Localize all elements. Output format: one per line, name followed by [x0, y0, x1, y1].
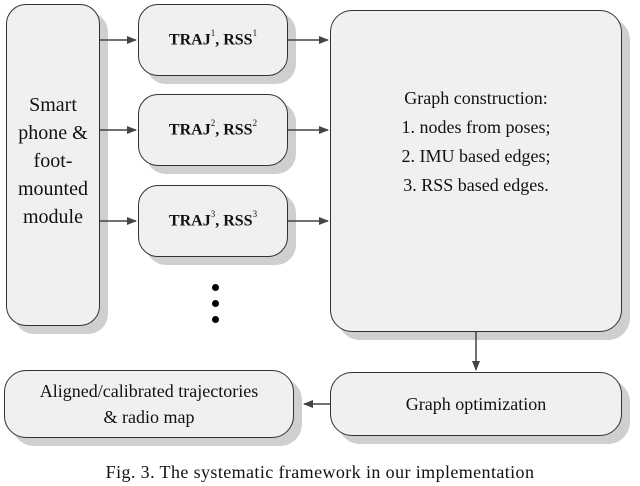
output-label: Aligned/calibrated trajectories & radio …: [40, 378, 258, 430]
graph-construction-item: 1. nodes from poses;: [401, 117, 551, 137]
output-line-2: & radio map: [103, 407, 195, 427]
trajectory-box-3: TRAJ3, RSS3: [138, 185, 288, 257]
trajectory-label-2: TRAJ2, RSS2: [168, 118, 258, 139]
phone-module-box: Smart phone & foot-mounted module: [6, 4, 100, 326]
graph-construction-text: Graph construction: 1. nodes from poses;…: [402, 84, 551, 200]
output-line-1: Aligned/calibrated trajectories: [39, 381, 259, 401]
phone-module-label: Smart phone & foot-mounted module: [18, 94, 88, 228]
graph-construction-item: 3. RSS based edges.: [403, 175, 549, 195]
graph-construction-box: Graph construction: 1. nodes from poses;…: [330, 10, 622, 332]
trajectory-box-1: TRAJ1, RSS1: [138, 4, 288, 76]
ellipsis-dots: [212, 284, 220, 332]
ellipsis-dot: [212, 284, 219, 291]
graph-construction-title: Graph construction:: [404, 88, 548, 108]
trajectory-label-3: TRAJ3, RSS3: [168, 209, 258, 230]
output-box: Aligned/calibrated trajectories & radio …: [4, 370, 294, 438]
trajectory-label-1: TRAJ1, RSS1: [168, 28, 258, 49]
graph-construction-item: 2. IMU based edges;: [401, 146, 551, 166]
trajectory-box-2: TRAJ2, RSS2: [138, 94, 288, 166]
ellipsis-dot: [212, 316, 219, 323]
graph-optimization-label: Graph optimization: [405, 393, 547, 414]
ellipsis-dot: [212, 300, 219, 307]
figure-caption: Fig. 3. The systematic framework in our …: [105, 462, 535, 482]
graph-optimization-box: Graph optimization: [330, 372, 622, 436]
